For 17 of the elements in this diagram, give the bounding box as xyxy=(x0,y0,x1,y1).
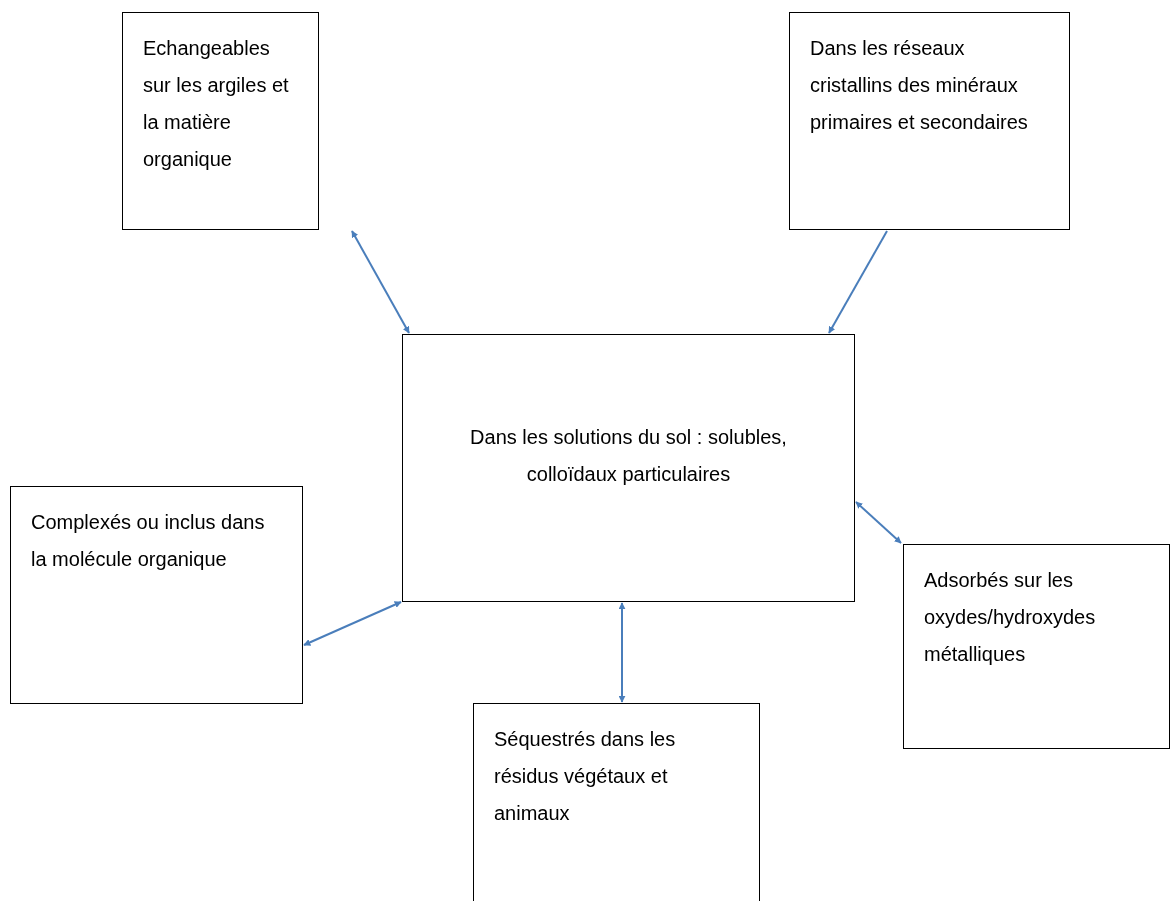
box-text: Complexés ou inclus dans la molécule organique xyxy=(31,510,266,572)
box-text: Adsorbés sur les oxydes/hydroxydes métalliques xyxy=(924,568,1097,667)
text-box xyxy=(789,12,1070,230)
box-text: Dans les réseaux cristallins des minéraux primaires et secondaires xyxy=(810,36,1029,135)
double-arrow xyxy=(828,230,888,334)
double-arrow xyxy=(855,501,902,544)
double-arrow xyxy=(303,601,402,646)
text-box xyxy=(402,334,855,602)
double-arrow xyxy=(618,602,626,703)
text-box xyxy=(10,486,303,704)
text-box xyxy=(473,703,760,901)
double-arrow xyxy=(351,230,410,334)
box-text: Dans les solutions du sol : solubles, colloïdaux particulaires xyxy=(469,425,788,487)
text-box xyxy=(122,12,319,230)
text-box xyxy=(903,544,1170,749)
box-text: Séquestrés dans les résidus végétaux et animaux xyxy=(494,727,677,826)
box-text: Echangeables sur les argiles et la matière organique xyxy=(143,36,290,172)
